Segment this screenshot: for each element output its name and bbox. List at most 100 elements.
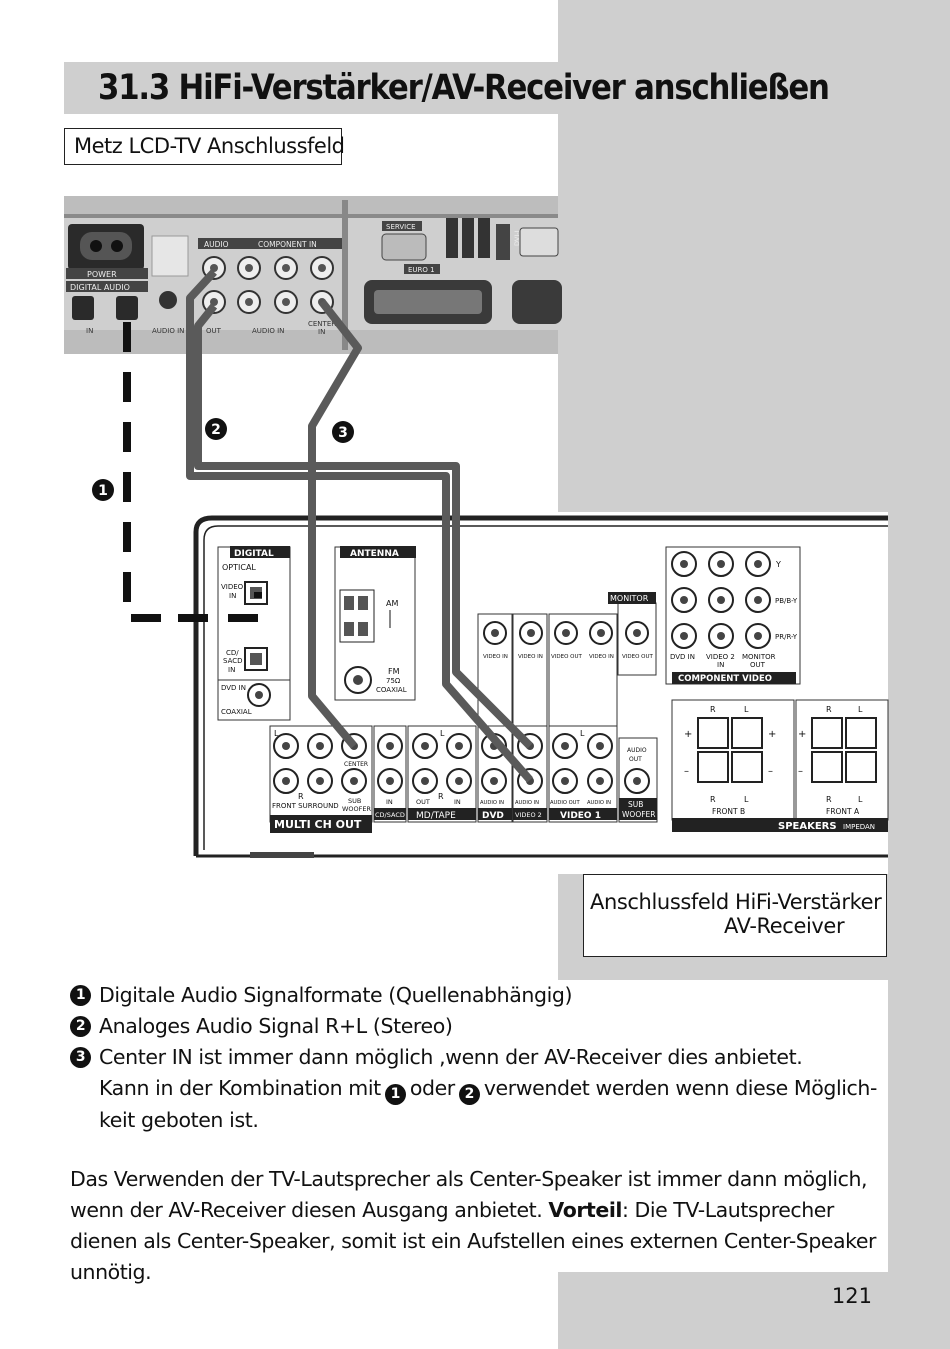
callout-two: 2	[205, 418, 227, 440]
rx-comp-y-label: Y	[775, 560, 781, 569]
rx-comp-out-label: OUT	[750, 661, 766, 669]
rx-v1-l-label: L	[580, 729, 585, 738]
legend-text-3: Center IN ist immer dann möglich ,wenn d…	[99, 1045, 803, 1069]
rx-dvd-label: DVD	[482, 811, 504, 821]
legend-item-3-end: keit geboten ist.	[99, 1108, 259, 1132]
tv-optical-out-port-icon	[116, 296, 138, 320]
tv-dvi-label: DVI-I	[513, 230, 521, 246]
rx-mt-out-label: OUT	[416, 798, 430, 806]
rx-cd-in-label: IN	[386, 798, 393, 806]
rx-fb-plus2-label: +	[768, 729, 776, 740]
rx-speakers-label: SPEAKERS	[778, 821, 837, 832]
paragraph-line1: Das Verwenden der TV-Lautsprecher als Ce…	[70, 1167, 868, 1191]
rx-sacd-label: SACD	[223, 657, 243, 665]
rx-v1-audio-in-label: AUDIO IN	[587, 800, 611, 806]
rx-cd-label: CD/	[226, 649, 239, 657]
tv-center-label: CENTER	[308, 320, 336, 328]
rx-comp-in-label: IN	[717, 661, 724, 669]
rx-sw-box-sub-label: SUB	[628, 800, 643, 809]
tv-optical-in-port-icon	[72, 296, 94, 320]
rx-mc-r-label: R	[298, 792, 304, 801]
rx-dvd-in-label: DVD IN	[221, 684, 246, 692]
legend: 1 Digitale Audio Signalformate (Quellena…	[70, 980, 890, 1136]
legend-number-2: 2	[70, 1016, 91, 1037]
tv-audio-in2-label: AUDIO IN	[252, 327, 284, 335]
tv-back-panel: POWER DIGITAL AUDIO IN AUDIO COMPONENT I…	[64, 196, 562, 354]
legend-text-1: Digitale Audio Signalformate (Quellenabh…	[99, 983, 573, 1007]
tv-in-label: IN	[86, 327, 93, 335]
callout-three-number: 3	[338, 425, 348, 441]
rx-am-label: AM	[386, 599, 398, 608]
rx-fb-r2-label: R	[710, 795, 716, 804]
page-number: 121	[831, 1284, 872, 1308]
rx-video-out-label-2: VIDEO OUT	[622, 654, 654, 660]
speaker-terminals-icon	[697, 717, 877, 783]
legend-item-1: 1 Digitale Audio Signalformate (Quellena…	[70, 980, 890, 1011]
rx-fm-coax-label: COAXIAL	[376, 686, 407, 694]
legend-item-2: 2 Analoges Audio Signal R+L (Stereo)	[70, 1011, 890, 1042]
rx-fa-l2-label: L	[858, 795, 863, 804]
rx-component-video-label: COMPONENT VIDEO	[678, 674, 772, 684]
tv-euro1-label: EURO 1	[408, 266, 435, 274]
callout-two-number: 2	[211, 422, 221, 438]
tv-digital-audio-label: DIGITAL AUDIO	[70, 283, 130, 292]
receiver-back-panel: DIGITAL OPTICAL VIDEO 2 IN CD/ SACD IN D…	[193, 515, 889, 858]
rx-cdsacd-label: CD/SACD	[375, 811, 405, 819]
rx-video2-in-label: IN	[229, 592, 236, 600]
receiver-label-line1: Anschlussfeld HiFi-Verstärker	[590, 890, 882, 914]
legend-backdrop	[558, 980, 888, 1272]
tv-headphone-jack-icon	[159, 291, 177, 309]
rx-sacd-in-label: IN	[228, 666, 235, 674]
rx-mc-center-label: CENTER	[344, 761, 368, 768]
rx-fb-l-label: L	[744, 705, 749, 714]
rx-fb-l2-label: L	[744, 795, 749, 804]
tv-audio-in-label: AUDIO IN	[152, 327, 184, 335]
rx-video-out-label-1: VIDEO OUT	[551, 654, 583, 660]
rx-mdtape-label: MD/TAPE	[416, 811, 456, 821]
rx-woofer-label: WOOFER	[342, 805, 372, 813]
rx-mt-l-label: L	[440, 729, 445, 738]
rx-video2-label: VIDEO 2	[221, 583, 250, 591]
legend-number-3: 3	[70, 1047, 91, 1068]
rx-comp-monitor-label: MONITOR	[742, 653, 776, 661]
rx-sw-audio-label: AUDIO	[627, 747, 647, 754]
rx-coaxial-label: COAXIAL	[221, 708, 252, 716]
rx-monitor-label: MONITOR	[610, 594, 649, 603]
rx-mt-r-label: R	[438, 792, 444, 801]
rx-sub-label: SUB	[348, 797, 361, 805]
rx-fa-l-label: L	[858, 705, 863, 714]
legend-text-3a: Kann in der Kombination mit	[99, 1076, 381, 1100]
paragraph-bold-advantage: Vorteil	[548, 1198, 622, 1222]
connection-diagram: POWER DIGITAL AUDIO IN AUDIO COMPONENT I…	[64, 196, 889, 858]
rx-fm-label: FM	[388, 667, 400, 676]
rx-impedance-label: IMPEDAN	[843, 823, 875, 831]
rx-fb-minus-label: –	[684, 766, 689, 777]
tv-center-in-label: IN	[318, 328, 325, 336]
rx-front-surround-label: FRONT SURROUND	[272, 802, 339, 810]
rx-comp-pb-label: PB/B-Y	[775, 597, 798, 605]
rx-video-in-label-2: VIDEO IN	[518, 654, 543, 660]
rx-comp-video2-label: VIDEO 2	[706, 653, 735, 661]
rx-mc-l-label: L	[274, 729, 279, 738]
rx-front-b-label: FRONT B	[712, 807, 745, 816]
rx-v2-audio-in-label: AUDIO IN	[515, 800, 539, 806]
tv-scart2-port-icon	[512, 280, 562, 324]
rx-video2-box-label: VIDEO 2	[515, 811, 542, 819]
cable-center	[308, 299, 362, 749]
tv-service-port-icon	[381, 233, 427, 261]
tv-panel-label: Metz LCD-TV Anschlussfeld	[64, 128, 345, 165]
rx-v1-audio-out-label: AUDIO OUT	[550, 800, 580, 806]
rx-multi-ch-out-label: MULTI CH OUT	[274, 818, 362, 831]
rx-fa-r-label: R	[826, 705, 832, 714]
page-title: 31.3 HiFi-Verstärker/AV-Receiver anschli…	[98, 68, 830, 108]
tv-out-label: OUT	[206, 327, 222, 335]
rx-fb-minus2-label: –	[768, 766, 773, 777]
legend-text-3b: oder	[409, 1076, 455, 1100]
rx-comp-pr-label: PR/R-Y	[775, 633, 798, 641]
legend-item-3: 3 Center IN ist immer dann möglich ,wenn…	[70, 1042, 890, 1073]
callout-one: 1	[92, 479, 114, 501]
legend-inline-number-1: 1	[384, 1084, 406, 1105]
rx-digital-label: DIGITAL	[234, 549, 274, 559]
tv-component-in-label: COMPONENT IN	[258, 240, 317, 249]
